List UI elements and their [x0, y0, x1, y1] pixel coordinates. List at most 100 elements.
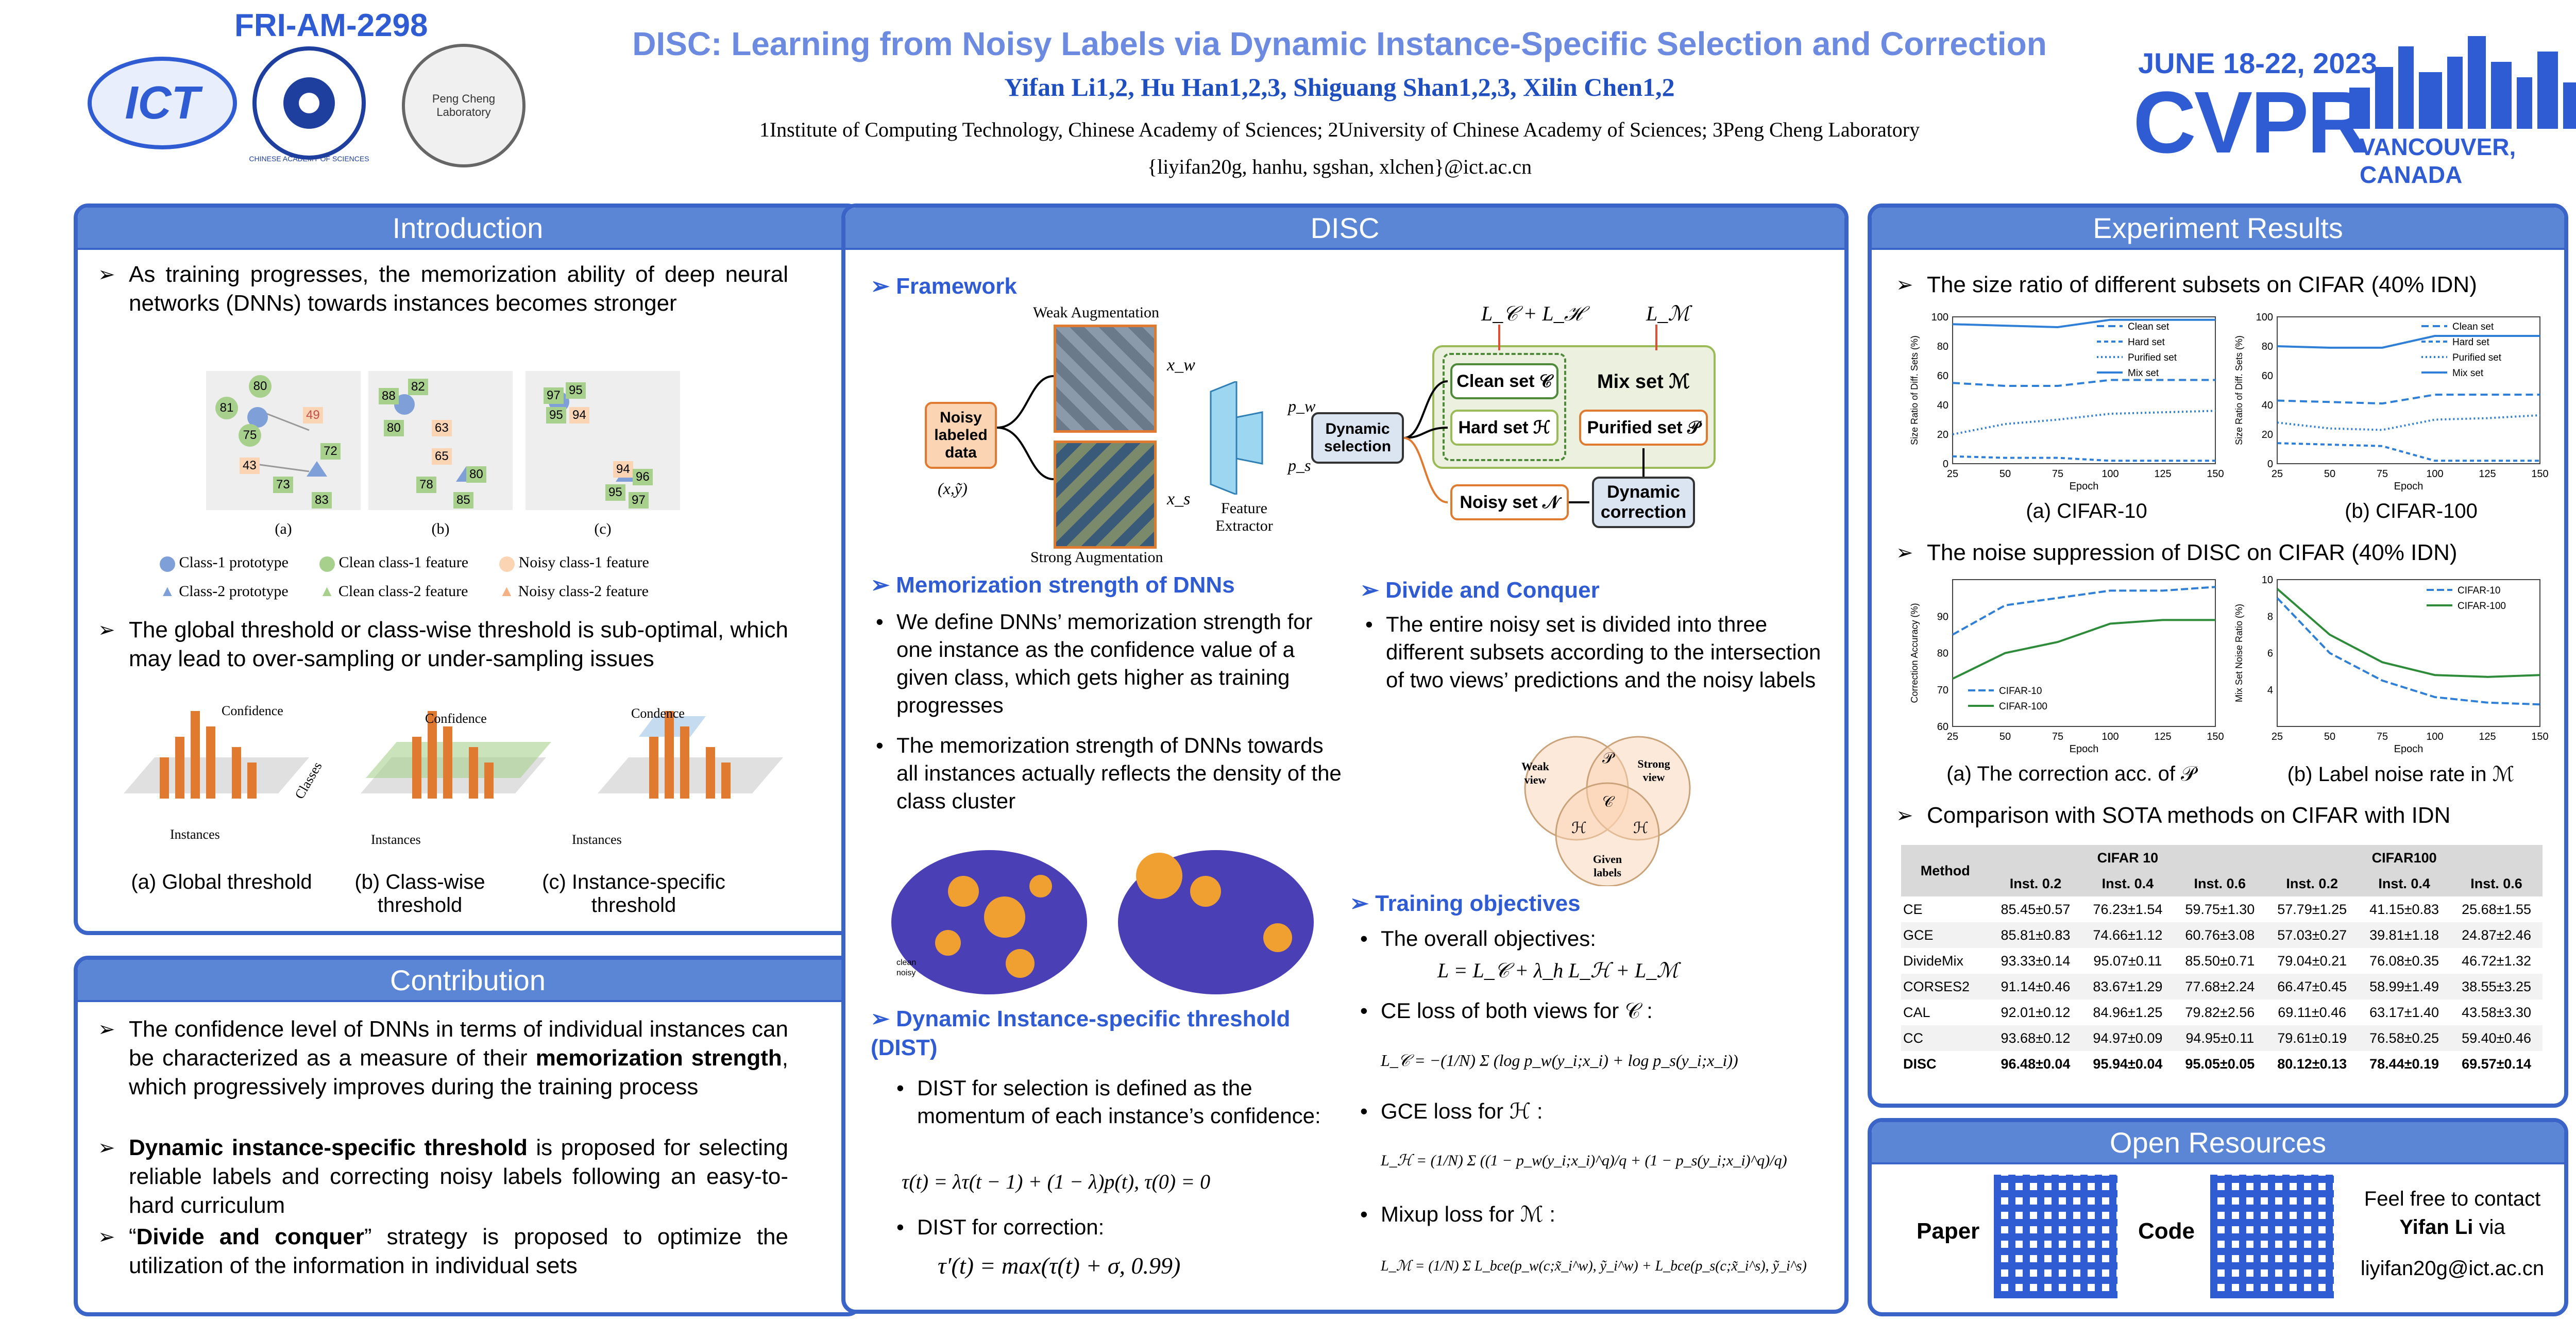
cas-logo	[252, 46, 366, 160]
y-axis-label: Size Ratio of Diff. Sets (%)	[2234, 335, 2244, 445]
chart-caption-b: (b) CIFAR-100	[2345, 500, 2478, 522]
contact-email[interactable]: liyifan20g@ict.ac.cn	[2360, 1257, 2545, 1280]
table-value-cell: 43.58±3.30	[2462, 1004, 2531, 1020]
x-tick-label: 100	[2426, 468, 2443, 480]
x-axis-label: Epoch	[2394, 481, 2424, 492]
x-tick-label: 50	[2324, 731, 2335, 742]
contrib-b1-bold: memorization strength	[535, 1045, 782, 1071]
bullet-dot: •	[1360, 926, 1368, 951]
bullet-arrow-icon: ➢	[1896, 541, 1913, 564]
contact-name: Yifan Li	[2399, 1216, 2473, 1239]
x-tick-label: 50	[1999, 468, 2011, 480]
x-tick-label: 125	[2479, 468, 2496, 480]
table-subheader-cell: Inst. 0.6	[2174, 871, 2266, 896]
weak-aug-images	[1054, 325, 1157, 433]
table-value-cell: 38.55±3.25	[2450, 974, 2543, 1000]
dc-bullet-1: The entire noisy set is divided into thr…	[1386, 612, 1821, 692]
divide-conquer-title: Divide and Conquer	[1385, 578, 1600, 603]
contrib-b2-bold: Dynamic instance-specific threshold	[129, 1135, 528, 1160]
fig1-a-label: 73	[273, 477, 293, 493]
legend-label: Mix set	[2452, 368, 2484, 379]
poster-title: DISC: Learning from Noisy Labels via Dyn…	[632, 25, 2047, 62]
code-qr-code[interactable]	[2210, 1175, 2334, 1298]
x-tick-label: 25	[1947, 731, 1958, 742]
x-axis-label: Epoch	[2394, 743, 2424, 755]
fig2-c	[598, 711, 783, 799]
table-value-cell: 79.61±0.19	[2266, 1025, 2359, 1051]
x-tick-label: 150	[2207, 468, 2224, 480]
cvpr-logo: CVPR	[2133, 74, 2370, 172]
y-tick-label: 100	[1931, 312, 1948, 323]
xy-label: (x,ỹ)	[938, 479, 968, 498]
legend-item: ▲ Class-2 prototype	[160, 583, 289, 600]
dist-equation-2: τ′(t) = max(τ(t) + σ, 0.99)	[938, 1252, 1181, 1279]
contrib-b2-post: is proposed for selecting reliable label…	[129, 1135, 788, 1218]
legend-label: Clean class-2 feature	[338, 582, 468, 600]
table-value-cell: 77.68±2.24	[2174, 974, 2266, 1000]
training-objectives-title: Training objectives	[1375, 891, 1581, 916]
obj-equation-1: L = L_𝒞 + λ_h L_ℋ + L_ℳ	[1437, 959, 1679, 982]
poster-id: FRI-AM-2298	[234, 8, 428, 43]
venn-diagram	[1524, 736, 1691, 886]
xw-label: x_w	[1167, 355, 1195, 375]
mem-bullet-1: We define DNNs’ memorization strength fo…	[896, 609, 1313, 717]
framework-title: Framework	[896, 274, 1017, 299]
fig1-a-label: 80	[249, 375, 272, 398]
contribution-title: Contribution	[78, 960, 858, 1002]
table-method-cell: GCE	[1901, 922, 1990, 948]
table-value-cell: 58.99±1.49	[2358, 974, 2451, 1000]
memorization-title: Memorization strength of DNNs	[896, 572, 1235, 598]
venn-weak-view: Weak view	[1521, 760, 1549, 786]
dynamic-correction-box: Dynamic correction	[1592, 477, 1695, 528]
paper-qr-code[interactable]	[1994, 1175, 2117, 1298]
pw-label: p_w	[1288, 397, 1316, 415]
y-tick-label: 60	[1937, 721, 1948, 733]
training-objectives-heading: ➢ Training objectives	[1350, 891, 1581, 916]
fig1-b-label: 65	[432, 448, 452, 465]
x-tick-label: 125	[2154, 468, 2171, 480]
series-line	[1952, 455, 2215, 462]
y-tick-label: 60	[2262, 370, 2273, 382]
chart-caption-a: (a) CIFAR-10	[2026, 500, 2147, 522]
bullet-dot: •	[896, 1076, 904, 1100]
contact-via: via	[2473, 1216, 2505, 1239]
contact-line-1: Feel free to contact	[2364, 1188, 2541, 1210]
table-method-cell: CE	[1903, 901, 1923, 917]
legend-label: Clean set	[2128, 321, 2170, 332]
fig1-a-label: 72	[320, 443, 341, 460]
chart-frame	[1952, 579, 2216, 727]
memorization-heading: ➢ Memorization strength of DNNs	[871, 572, 1235, 598]
circle-orange-icon	[499, 556, 515, 572]
disc-title: DISC	[845, 208, 1844, 250]
strong-aug-images	[1054, 441, 1157, 549]
fig1-b-label: 82	[408, 379, 428, 395]
obj-bullet-4: Mixup loss for ℳ :	[1381, 1202, 1555, 1226]
series-line	[2277, 414, 2540, 431]
fig1-b-label: 78	[416, 477, 436, 493]
fig1-a-label: 83	[312, 492, 332, 509]
table-header-cifar100: CIFAR100	[2266, 845, 2543, 871]
legend-label: Clean set	[2452, 321, 2494, 332]
series-line	[2276, 597, 2540, 706]
table-header-method: Method	[1901, 845, 1990, 896]
fig1-a-label: 75	[239, 424, 261, 447]
bullet-dot: •	[1360, 1099, 1368, 1123]
table-method-cell: CAL	[1903, 1004, 1930, 1020]
chart-caption-d: (b) Label noise rate in ℳ	[2287, 763, 2515, 786]
table-value-cell: 84.96±1.25	[2093, 1004, 2163, 1020]
table-value-cell: 69.57±0.14	[2462, 1056, 2531, 1072]
strong-aug-label: Strong Augmentation	[1030, 549, 1163, 566]
table-value-cell: 46.72±1.32	[2462, 953, 2531, 969]
ps-label: p_s	[1288, 456, 1311, 475]
venn-h-left: ℋ	[1571, 820, 1587, 837]
tsne-plots	[891, 850, 1314, 994]
triangle-blue-icon: ▲	[160, 582, 175, 600]
fig1-b-label: 80	[384, 420, 404, 436]
fig1-b-label: 85	[453, 492, 473, 509]
x-tick-label: 50	[1999, 731, 2011, 742]
pcl-logo: Peng Cheng Laboratory	[402, 44, 526, 167]
series-line	[2276, 588, 2540, 678]
x-tick-label: 100	[2102, 731, 2119, 742]
